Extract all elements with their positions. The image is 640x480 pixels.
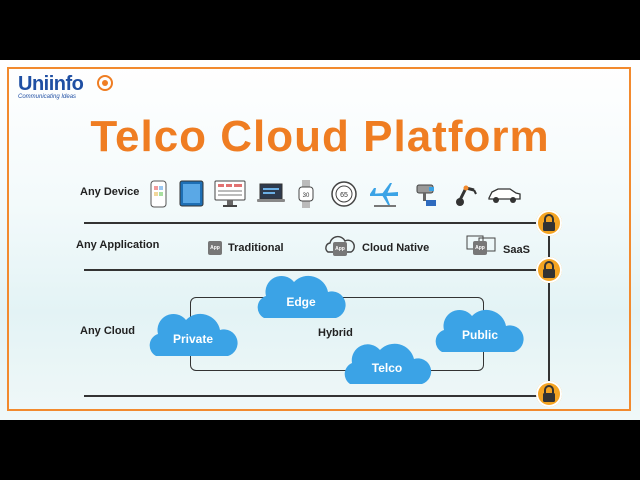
app-label: SaaS <box>503 244 530 256</box>
lock-icon <box>536 210 562 236</box>
speed-sign-icon: 65 <box>331 181 357 207</box>
separator-line <box>84 395 540 397</box>
cloud-label: Telco <box>371 361 403 375</box>
app-badge: App <box>473 241 487 255</box>
cloud-edge: Edge <box>254 272 348 320</box>
row-label-cloud: Any Cloud <box>80 325 135 337</box>
cloud-telco: Telco <box>340 340 434 386</box>
app-label: Traditional <box>228 241 284 254</box>
cloud-label: Edge <box>286 295 316 309</box>
cloud-label: Public <box>461 328 498 342</box>
row-label-device: Any Device <box>80 186 140 198</box>
separator-line <box>84 222 540 224</box>
cloud-outline-icon <box>325 235 355 253</box>
svg-text:30: 30 <box>303 193 310 199</box>
logo-signal-icon <box>97 75 113 91</box>
lock-icon <box>536 257 562 283</box>
app-label: Cloud Native <box>362 242 430 254</box>
diagram-canvas <box>0 60 640 420</box>
cloud-public: Public <box>432 306 528 354</box>
diagram-frame <box>7 67 631 411</box>
logo: Uniinfo Communicating Ideas <box>18 73 84 100</box>
logo-tagline: Communicating Ideas <box>18 94 77 100</box>
vertical-connector <box>548 222 550 395</box>
laptop-icon <box>257 183 285 202</box>
airplane-icon <box>370 183 398 207</box>
desktop-icon <box>214 180 246 207</box>
app-traditional: App Traditional <box>208 241 284 255</box>
car-icon <box>488 188 521 203</box>
smartwatch-icon: 30 <box>298 180 314 208</box>
cloud-label: Private <box>172 332 214 346</box>
page-title: Telco Cloud Platform <box>90 112 550 161</box>
app-badge: App <box>208 241 222 255</box>
cloud-private: Private <box>146 310 240 358</box>
logo-name: Uniinfo <box>18 73 84 95</box>
tablet-icon <box>179 180 204 207</box>
hybrid-label: Hybrid <box>318 327 353 339</box>
row-label-application: Any Application <box>76 239 160 251</box>
separator-line <box>84 269 540 271</box>
robot-arm-icon <box>456 185 477 206</box>
speed-value: 65 <box>340 192 348 199</box>
cctv-camera-icon <box>416 184 436 206</box>
lock-icon <box>536 381 562 407</box>
phone-icon <box>150 180 167 208</box>
app-badge: App <box>333 242 347 256</box>
